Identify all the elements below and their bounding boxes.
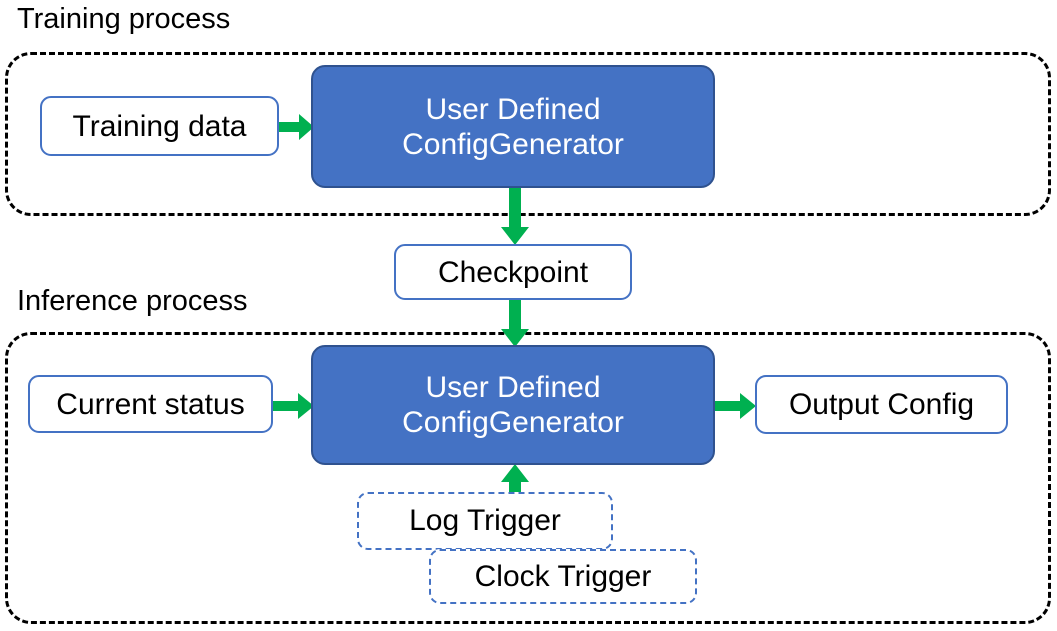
node-clock-trigger[interactable]: Clock Trigger [429, 549, 697, 604]
arrow-training-data-to-generator-icon [279, 112, 315, 142]
node-training-data[interactable]: Training data [40, 96, 279, 156]
arrow-current-status-to-generator-icon [273, 391, 315, 421]
section-title-inference: Inference process [17, 285, 248, 317]
node-log-trigger[interactable]: Log Trigger [357, 492, 613, 550]
training-process-container [5, 52, 1051, 216]
node-generator-training-line2: ConfigGenerator [402, 127, 624, 161]
node-user-defined-config-generator-inference[interactable]: User Defined ConfigGenerator [311, 345, 715, 465]
node-generator-training-line1: User Defined [425, 92, 601, 126]
node-output-config[interactable]: Output Config [755, 375, 1008, 434]
arrow-checkpoint-to-generator-icon [500, 299, 530, 349]
node-generator-inference-line2: ConfigGenerator [402, 406, 624, 439]
node-user-defined-config-generator-training[interactable]: User Defined ConfigGenerator [311, 65, 715, 188]
section-title-training: Training process [17, 3, 231, 35]
inference-process-container [5, 332, 1051, 624]
arrow-generator-to-checkpoint-icon [500, 187, 530, 247]
arrow-triggers-to-generator-icon [500, 464, 530, 510]
arrow-generator-to-output-config-icon [715, 391, 757, 421]
node-generator-inference-line1: User Defined [425, 371, 601, 404]
node-current-status[interactable]: Current status [28, 375, 273, 433]
node-checkpoint[interactable]: Checkpoint [394, 244, 632, 300]
